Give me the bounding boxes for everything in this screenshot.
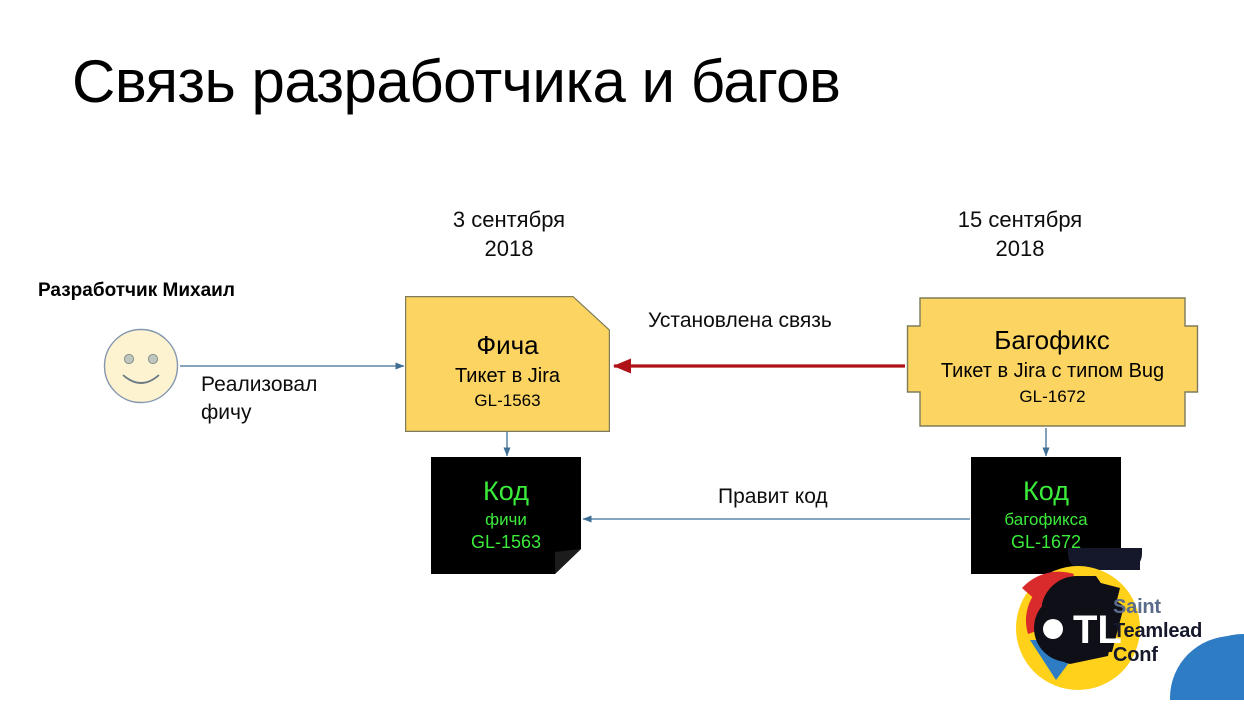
date-feature-line2: 2018 [484,236,534,261]
logo-graphic: TL [1016,508,1244,705]
arrow-label-implemented-line2: фичу [201,401,252,424]
date-bugfix-line1: 15 сентября [957,207,1083,232]
card-feature[interactable] [405,296,610,432]
card-feature-subtitle: Тикет в Jira [454,365,561,387]
card-feature-id: GL-1563 [474,391,541,410]
card-bugfix-title: Багофикс [994,325,1110,355]
conference-logo: TL [1000,508,1244,705]
date-label-bugfix: 15 сентября 2018 [920,205,1120,263]
logo-text-saint: Saint [1113,596,1161,618]
date-feature-line1: 3 сентября [452,207,566,232]
card-bugfix-id: GL-1672 [1019,387,1086,406]
arrow-label-implemented-line1: Реализовал [201,373,318,396]
card-code-bugfix-title: Код [1023,476,1069,506]
date-bugfix-line2: 2018 [995,236,1045,261]
arrow-label-implemented: Реализовал фичу [201,371,317,427]
card-bugfix[interactable] [906,296,1199,428]
card-code-feature[interactable] [431,457,581,574]
date-label-feature: 3 сентября 2018 [409,205,609,263]
page-title: Связь разработчика и багов [72,48,841,115]
card-code-feature-subtitle: фичи [485,510,527,529]
logo-text-conf: Conf [1113,644,1158,666]
arrow-label-edits-code: Правит код [718,485,828,508]
developer-name-label: Разработчик Михаил [38,280,235,301]
arrow-label-link-established: Установлена связь [648,309,832,332]
logo-mark-text: TL [1073,608,1122,652]
card-code-feature-title: Код [483,476,529,506]
card-code-feature-id: GL-1563 [470,532,542,552]
card-code-bugfix-id: GL-1672 [1010,532,1082,552]
card-code-bugfix-subtitle: багофикса [1004,510,1088,529]
card-feature-title: Фича [476,330,539,360]
logo-text-teamlead: Teamlead [1113,620,1203,642]
smiley-face-icon [103,328,179,404]
card-bugfix-subtitle: Тикет в Jira с типом Bug [940,360,1165,382]
